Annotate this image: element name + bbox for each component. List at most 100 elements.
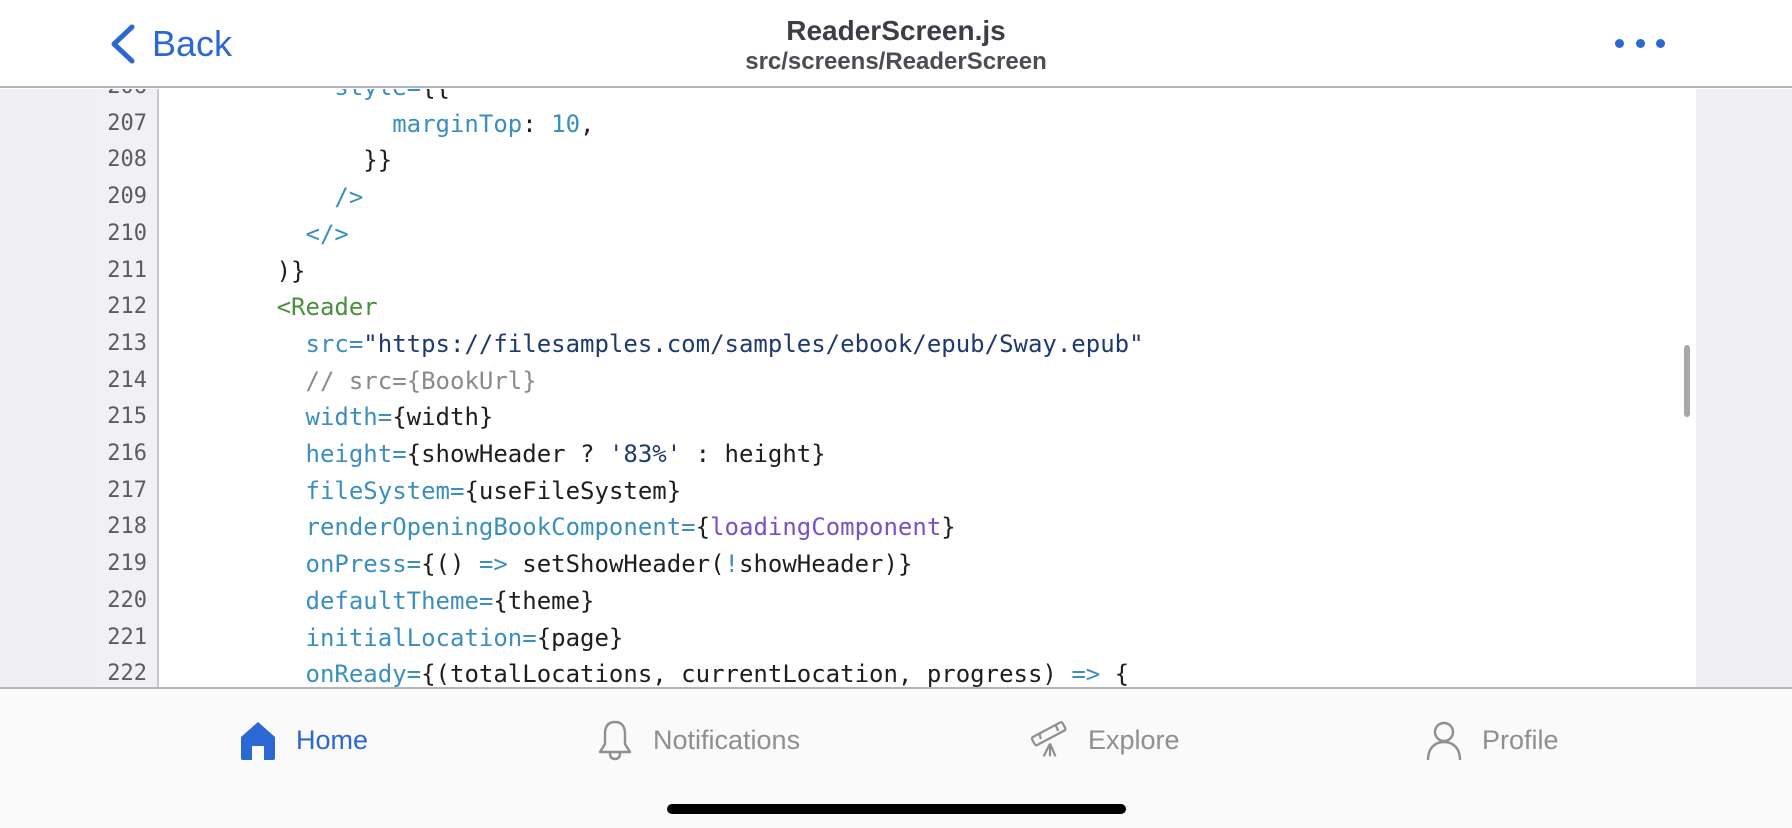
indent [161, 403, 306, 431]
line-number: 213 [107, 330, 147, 356]
code-line: fileSystem={useFileSystem} [161, 473, 682, 510]
code-token-str: '83%' [608, 440, 682, 468]
code-token-punct: : [522, 109, 552, 138]
code-token-tag: <Reader [276, 293, 378, 322]
code-token-attr: defaultTheme= [305, 586, 494, 615]
home-icon [241, 722, 275, 760]
line-number: 218 [107, 514, 147, 540]
line-number: 210 [107, 220, 147, 246]
line-number: 217 [107, 477, 147, 503]
indent [161, 89, 334, 101]
code-token-punct: setShowHeader( [507, 550, 725, 579]
line-number: 216 [107, 441, 147, 466]
code-token-attr: onReady= [305, 660, 422, 687]
code-token-op: => [1071, 660, 1101, 687]
indent [161, 220, 306, 248]
vertical-scrollbar[interactable] [1684, 345, 1690, 417]
indent [161, 110, 392, 138]
home-indicator [667, 804, 1126, 814]
code-line: renderOpeningBookComponent={loadingCompo… [161, 509, 956, 546]
left-margin [0, 89, 96, 687]
code-line: /> [161, 179, 363, 216]
code-token-punct: }} [363, 146, 393, 175]
code-token-attr: marginTop [392, 109, 523, 138]
line-number: 219 [107, 551, 147, 577]
code-token-comment: // src={BookUrl} [305, 366, 537, 395]
back-label: Back [152, 23, 233, 64]
tab-profile[interactable]: Profile [1424, 715, 1559, 765]
title-block: ReaderScreen.js src/screens/ReaderScreen [0, 14, 1792, 76]
indent [161, 257, 277, 285]
code-token-attr: width= [305, 403, 393, 432]
code-token-attr: onPress= [305, 550, 422, 579]
code-token-punct: {(totalLocations, currentLocation, progr… [421, 660, 1072, 687]
code-token-attr: /> [334, 183, 364, 212]
code-line: width={width} [161, 399, 494, 436]
code-line: <Reader [161, 289, 378, 326]
indent [161, 477, 306, 505]
code-token-punct: {page} [536, 623, 624, 652]
line-number: 212 [107, 294, 147, 320]
code-token-punct: showHeader)} [739, 550, 913, 579]
indent [161, 513, 306, 541]
code-token-str: "https://filesamples.com/samples/ebook/e… [363, 329, 1144, 358]
line-number: 208 [107, 147, 147, 173]
right-margin [1696, 89, 1792, 687]
line-number: 211 [107, 257, 147, 283]
ellipsis-icon [1656, 38, 1665, 48]
line-number: 214 [107, 367, 147, 393]
code-token-attr: height= [305, 440, 407, 468]
code-token-punct: {showHeader ? [406, 440, 609, 468]
code-token-attr: </> [305, 219, 349, 248]
code-token-punct: } [941, 513, 956, 542]
indent [161, 146, 363, 174]
bell-icon [598, 720, 632, 761]
code-token-punct: { [695, 513, 711, 542]
indent [161, 587, 306, 615]
indent [161, 624, 306, 652]
tab-explore[interactable]: Explore [1030, 715, 1180, 765]
tab-home[interactable]: Home [238, 715, 368, 765]
code-line: height={showHeader ? '83%' : height} [161, 436, 826, 473]
code-token-attr: fileSystem= [305, 476, 465, 505]
code-line: initialLocation={page} [161, 620, 624, 657]
indent [161, 183, 334, 211]
code-line: </> [161, 216, 349, 253]
code-token-punct: , [580, 109, 595, 138]
ellipsis-icon [1635, 38, 1645, 48]
telescope-icon [1030, 721, 1067, 757]
ellipsis-icon [1615, 38, 1624, 48]
code-token-punct: { [1100, 660, 1130, 687]
tab-notifications[interactable]: Notifications [595, 715, 800, 765]
code-editor[interactable]: style={{ marginTop: 10, }} /> </> )} <Re… [159, 89, 1696, 687]
code-token-num: 10 [551, 109, 581, 138]
back-button[interactable]: Back [108, 20, 232, 68]
tab-label: Notifications [653, 724, 801, 755]
code-token-attr: initialLocation= [305, 623, 537, 652]
chevron-left-icon [111, 24, 135, 64]
line-number: 215 [107, 404, 147, 430]
code-token-attr: src= [305, 329, 364, 358]
code-token-attr: renderOpeningBookComponent= [305, 513, 696, 542]
code-line: style={{ [161, 89, 450, 106]
code-line: marginTop: 10, [161, 106, 595, 143]
code-line: }} [161, 142, 392, 179]
code-line: // src={BookUrl} [161, 363, 537, 400]
more-options-button[interactable] [1612, 30, 1668, 56]
code-line: src="https://filesamples.com/samples/ebo… [161, 326, 1144, 363]
person-icon [1426, 721, 1462, 761]
nav-header: Back ReaderScreen.js src/screens/ReaderS… [0, 0, 1792, 88]
indent [161, 367, 306, 395]
line-number-gutter: 2062072082092102112122132142152162172182… [96, 89, 159, 687]
tab-bar: Home Notifications Explore [0, 687, 1792, 828]
code-token-op: ! [724, 550, 739, 579]
line-number: 206 [96, 89, 147, 106]
line-number: 207 [107, 110, 147, 136]
code-token-attr: style= [334, 89, 421, 101]
line-number: 221 [107, 624, 147, 650]
code-token-op: => [478, 550, 508, 579]
line-number: 222 [107, 661, 147, 687]
code-line: onReady={(totalLocations, currentLocatio… [161, 656, 1130, 687]
tab-label: Explore [1088, 724, 1180, 755]
page-title: ReaderScreen.js [786, 15, 1006, 46]
